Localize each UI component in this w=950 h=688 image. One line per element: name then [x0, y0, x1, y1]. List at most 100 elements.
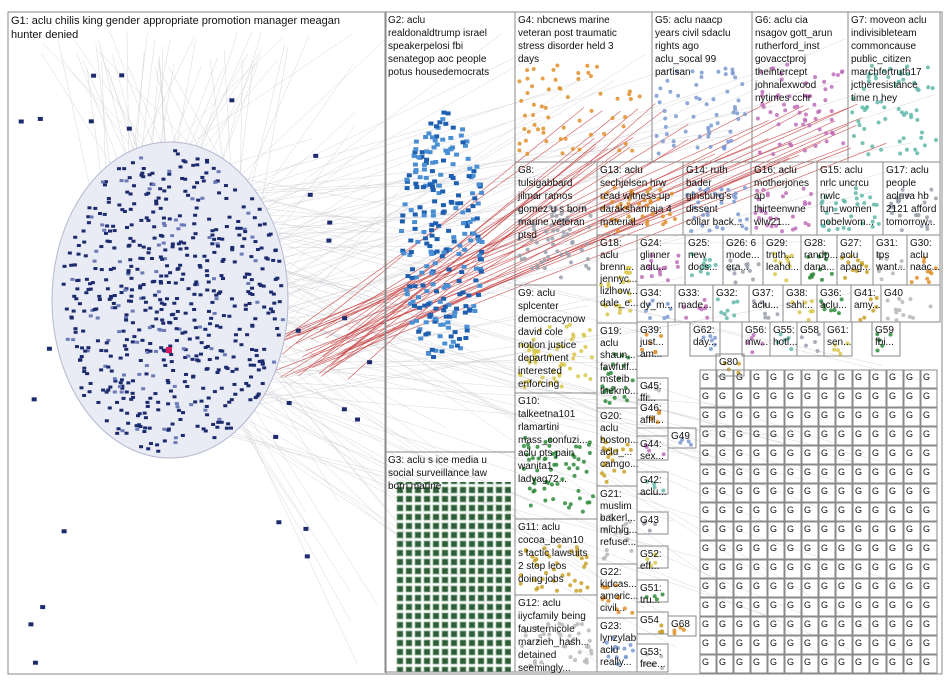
cluster-node	[557, 86, 562, 91]
g1-node	[164, 297, 169, 301]
g1-node	[122, 167, 127, 171]
g1-node	[31, 397, 37, 402]
cluster-node	[600, 597, 605, 602]
g1-node	[193, 283, 198, 287]
g1-node	[248, 398, 253, 402]
cluster-node	[911, 315, 916, 320]
group-label-line: G80	[719, 357, 738, 368]
cluster-node	[823, 251, 828, 256]
g2-node	[429, 222, 435, 227]
cluster-node	[788, 141, 793, 146]
g1-node	[178, 418, 183, 422]
g1-node	[172, 395, 177, 399]
g1-node	[80, 346, 85, 350]
small-group-box	[699, 635, 717, 655]
group-label-line: ffi...	[640, 393, 656, 404]
g2-node	[450, 125, 456, 130]
group-label-g53: G53:free...	[640, 647, 666, 670]
small-group-label: G	[719, 657, 726, 667]
g2-node	[430, 209, 436, 214]
g1-node	[234, 367, 239, 371]
g1-node	[96, 400, 101, 404]
cluster-node	[518, 581, 523, 586]
cluster-node	[816, 332, 821, 337]
cluster-node	[780, 194, 785, 199]
cluster-node	[697, 306, 702, 311]
g1-node	[82, 366, 87, 370]
cluster-node	[722, 361, 727, 366]
g2-node	[439, 349, 445, 354]
small-group-label: G	[702, 486, 709, 496]
g2-node	[447, 247, 453, 252]
g1-node	[46, 346, 52, 351]
group-label-line: G62:	[693, 325, 715, 336]
cluster-node	[532, 481, 537, 486]
g1-node	[229, 297, 234, 301]
group-label-line: material...	[600, 217, 644, 228]
small-group-label: G	[889, 410, 896, 420]
cluster-node	[625, 537, 630, 542]
g1-node	[129, 276, 134, 280]
cluster-node	[665, 278, 670, 283]
g2-node	[476, 237, 482, 242]
group-label-line: 2121 afford	[886, 204, 936, 215]
small-group-label: G	[838, 448, 845, 458]
group-label-g46: G46:affil...	[640, 403, 664, 426]
group-label-line: aclu pts pain	[518, 448, 574, 459]
g2-node	[443, 121, 449, 126]
cluster-node	[922, 200, 927, 205]
cluster-node	[577, 650, 582, 655]
small-group-box	[920, 445, 938, 465]
small-group-box	[903, 483, 921, 503]
small-group-box	[733, 559, 751, 579]
group-label-line: lynzylab	[600, 633, 637, 644]
cluster-node	[583, 344, 588, 349]
cluster-node	[659, 333, 664, 338]
cluster-node	[804, 343, 809, 348]
cluster-node	[681, 305, 686, 310]
small-group-box	[801, 559, 819, 579]
g1-node	[143, 308, 148, 312]
cluster-node	[765, 223, 770, 228]
g1-node	[327, 220, 333, 225]
cluster-node	[724, 316, 729, 321]
cluster-node	[552, 567, 557, 572]
small-group-label: G	[753, 638, 760, 648]
cluster-node	[564, 250, 569, 255]
g1-node	[204, 269, 209, 273]
cluster-node	[567, 466, 572, 471]
small-group-label: G	[855, 448, 862, 458]
g1-node	[168, 271, 173, 275]
group-label-line: bader	[686, 178, 712, 189]
g1-node	[355, 417, 361, 422]
small-group-box	[733, 597, 751, 617]
cluster-node	[691, 191, 696, 196]
g1-node	[120, 384, 125, 388]
cluster-node	[575, 466, 580, 471]
cluster-node	[559, 223, 564, 228]
cluster-node	[919, 135, 924, 140]
small-group-label: G	[889, 562, 896, 572]
small-group-label: G	[804, 486, 811, 496]
group-label-line: ptsd	[518, 230, 537, 241]
cluster-node	[572, 454, 577, 459]
small-group-label: G	[906, 638, 913, 648]
group-label-line: commoncause	[851, 41, 916, 52]
g1-node	[178, 165, 183, 169]
cluster-node	[802, 148, 807, 153]
cluster-node	[644, 332, 649, 337]
group-label-line: jennyc...	[599, 274, 637, 285]
cluster-node	[568, 641, 573, 646]
g1-node	[150, 324, 155, 328]
cluster-node	[614, 303, 619, 308]
small-group-label: G	[855, 391, 862, 401]
cluster-node	[925, 276, 930, 281]
small-group-box	[835, 635, 853, 655]
small-group-box	[699, 502, 717, 522]
cluster-node	[558, 633, 563, 638]
cluster-node	[722, 311, 727, 316]
small-group-box	[750, 521, 768, 541]
